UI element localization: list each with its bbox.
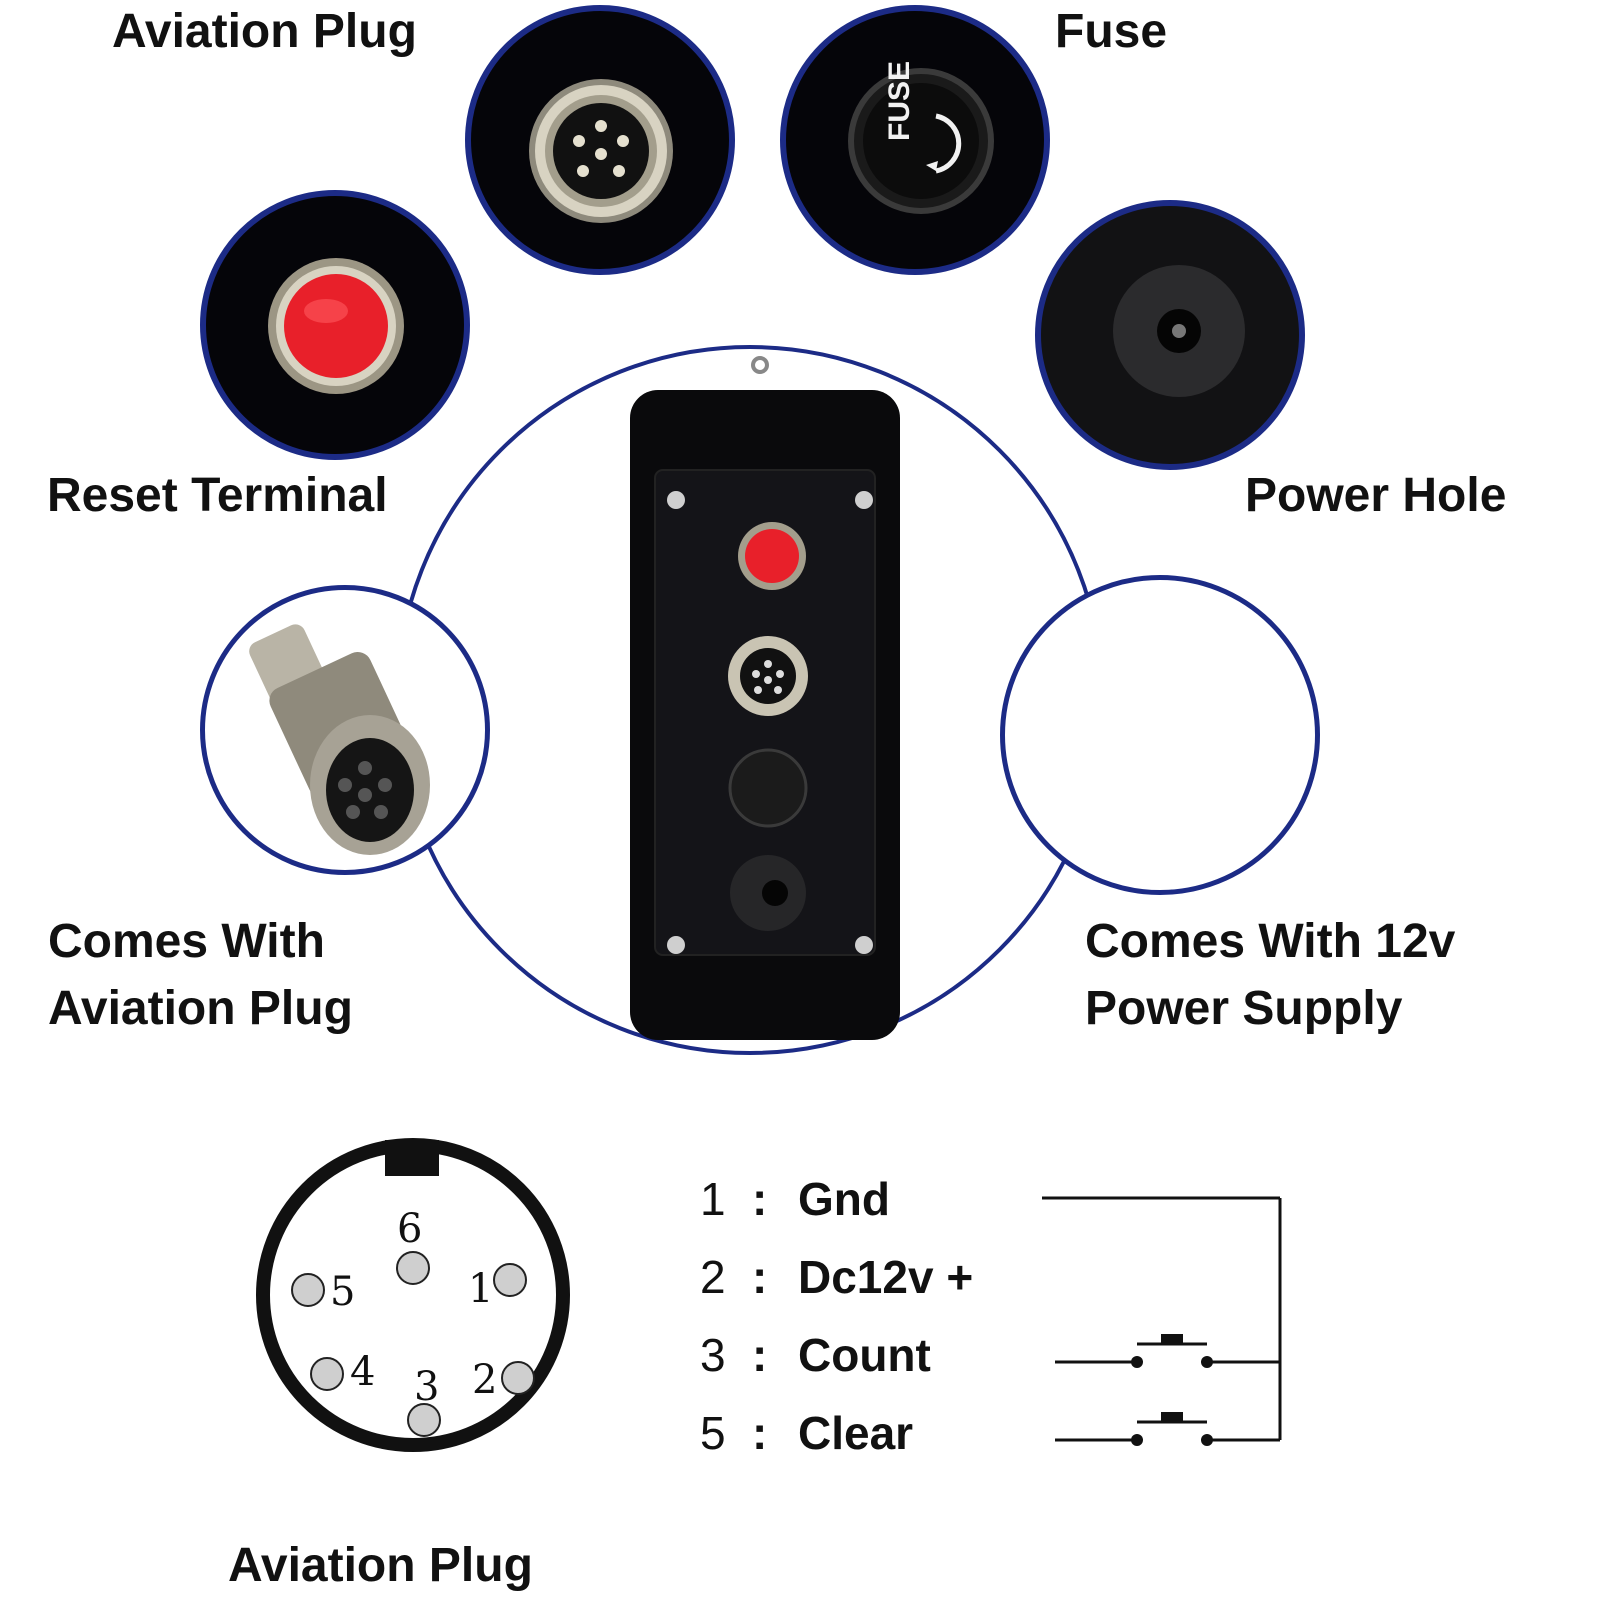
- aviation-connector-icon: [249, 624, 430, 855]
- label-fuse: Fuse: [1055, 5, 1168, 58]
- reset-terminal-closeup: [200, 190, 470, 460]
- fuse-cap-marking: FUSE: [883, 61, 916, 141]
- push-switch-icon: [1055, 1334, 1280, 1368]
- fuse-holder-icon: FUSE: [848, 61, 994, 214]
- aviation-socket-icon: [529, 79, 673, 223]
- wiring-signal: Dc12v +: [798, 1251, 974, 1303]
- wiring-row-dc12v: 2: Dc12v +: [700, 1250, 973, 1304]
- label-power-hole: Power Hole: [1245, 469, 1507, 522]
- pin-6: 6: [396, 1206, 430, 1285]
- wiring-signal: Count: [798, 1329, 931, 1381]
- label-comes-with-aviation-plug: Comes With Aviation Plug: [48, 908, 353, 1042]
- wiring-pin: 3: [700, 1329, 726, 1381]
- wiring-signal: Clear: [798, 1407, 914, 1459]
- aviation-socket-closeup: [465, 5, 735, 275]
- wiring-row-count: 3: Count: [700, 1328, 931, 1382]
- svg-text:6: 6: [397, 1206, 422, 1252]
- pin-3: 3: [407, 1364, 441, 1437]
- push-switch-icon: [1055, 1412, 1280, 1446]
- wiring-separator: :: [752, 1173, 768, 1225]
- connector-key: [385, 1140, 439, 1176]
- wiring-pin: 2: [700, 1251, 726, 1303]
- svg-text:2: 2: [472, 1357, 497, 1403]
- wiring-signal: Gnd: [798, 1173, 890, 1225]
- wiring-row-clear: 5: Clear: [700, 1406, 913, 1460]
- label-line: Power Supply: [1085, 982, 1403, 1036]
- label-line: Aviation Plug: [48, 982, 353, 1036]
- wiring-separator: :: [752, 1329, 768, 1381]
- fuse-closeup: FUSE: [780, 5, 1050, 275]
- wiring-pin: 1: [700, 1173, 726, 1225]
- wiring-separator: :: [752, 1407, 768, 1459]
- power-supply-circle: [1000, 575, 1320, 895]
- power-hole-closeup: [1035, 200, 1305, 470]
- connector-outline: [256, 1138, 570, 1452]
- label-comes-with-power-supply: Comes With 12v Power Supply: [1085, 908, 1455, 1042]
- label-aviation-plug-bottom: Aviation Plug: [228, 1539, 533, 1592]
- device-frame-circle: [395, 345, 1105, 1055]
- aviation-connector-closeup: [200, 585, 490, 875]
- pin-2: 2: [472, 1357, 535, 1403]
- reset-button-icon: [268, 258, 404, 394]
- wiring-pin: 5: [700, 1407, 726, 1459]
- pin-1: 1: [468, 1263, 527, 1312]
- wiring-separator: :: [752, 1251, 768, 1303]
- label-aviation-plug-top: Aviation Plug: [112, 5, 417, 58]
- wiring-row-gnd: 1: Gnd: [700, 1172, 890, 1226]
- svg-text:1: 1: [468, 1266, 493, 1312]
- svg-text:5: 5: [330, 1269, 355, 1315]
- dc-jack-icon: [1113, 265, 1245, 397]
- svg-text:4: 4: [350, 1349, 375, 1395]
- pin-4: 4: [310, 1349, 375, 1395]
- pin-5: 5: [291, 1269, 355, 1315]
- label-line: Comes With 12v: [1085, 915, 1456, 968]
- label-line: Comes With: [48, 915, 325, 968]
- label-reset-terminal: Reset Terminal: [47, 469, 388, 522]
- svg-text:3: 3: [414, 1364, 439, 1410]
